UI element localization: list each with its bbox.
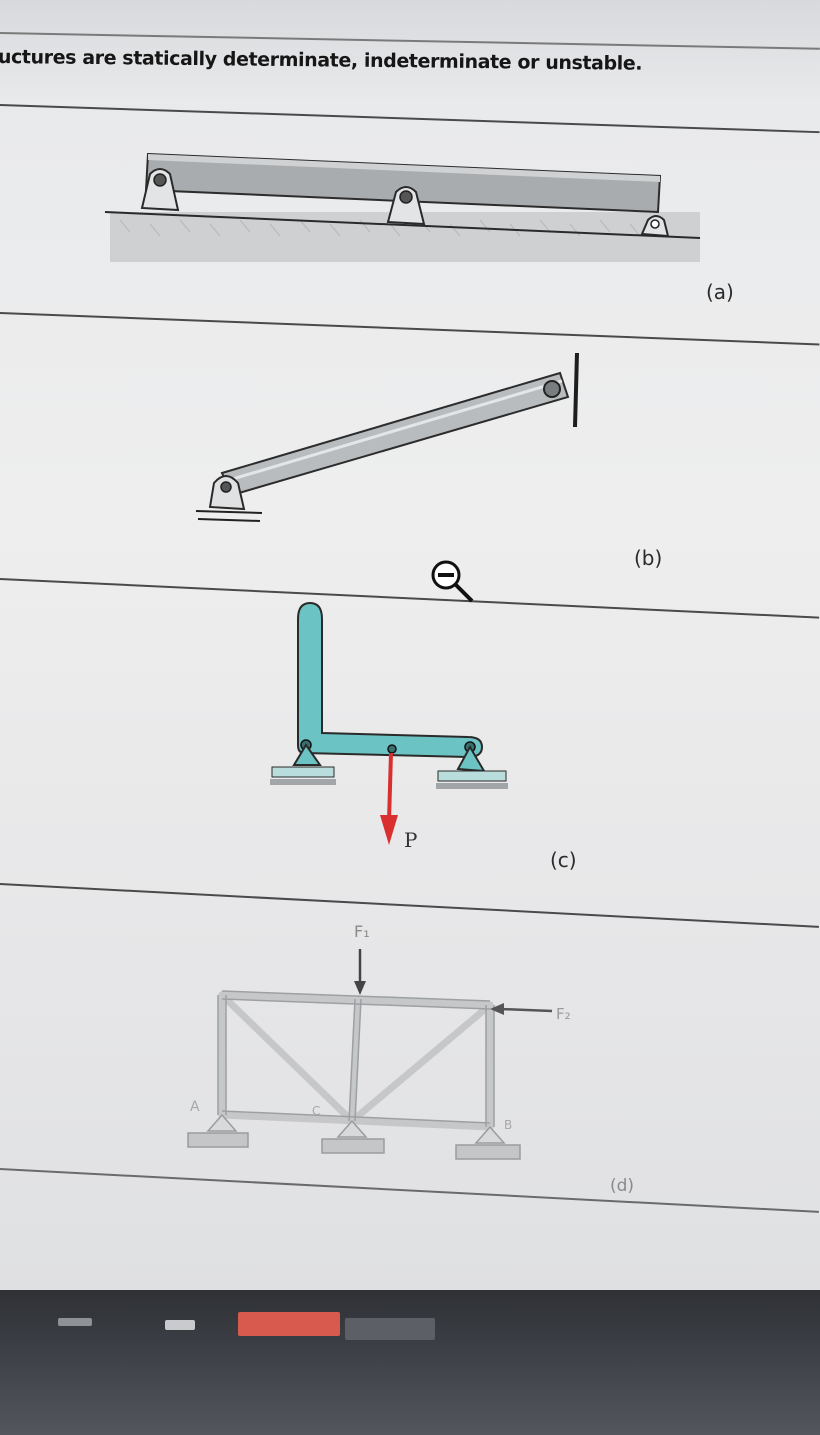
point-label-c: C: [312, 1104, 320, 1118]
load-label-p: P: [404, 828, 417, 852]
load-arrow-p: [380, 752, 398, 845]
separator-bottom: [0, 1168, 819, 1213]
force-label-f2: F₂: [556, 1005, 571, 1023]
beam-top-face: [148, 154, 660, 182]
truss-member-outlines: [217, 990, 495, 1127]
fixed-connection-pin: [543, 380, 561, 398]
separator-ab: [0, 312, 820, 346]
point-label-a: A: [190, 1099, 200, 1115]
pin-support-left: [140, 168, 180, 212]
pin-support-middle: [386, 186, 426, 226]
taskbar-button-4[interactable]: [345, 1318, 435, 1340]
l-frame-member: [297, 601, 484, 759]
separator-a-top: [0, 104, 820, 134]
taskbar-active-window[interactable]: [238, 1312, 340, 1336]
document-viewer: uctures are statically determinate, inde…: [0, 0, 820, 1300]
question-text: uctures are statically determinate, inde…: [0, 45, 643, 75]
pin-support-b: [195, 475, 263, 522]
force-label-f1: F₁: [354, 922, 370, 941]
pin-support-c-right: [436, 741, 508, 789]
point-label-b: B: [504, 1118, 512, 1132]
support-b: [455, 1125, 521, 1160]
taskbar-button-2[interactable]: [165, 1320, 195, 1330]
support-a: [187, 1113, 249, 1148]
fixed-wall: [573, 352, 579, 428]
beam-body: [144, 152, 662, 214]
figure-c-label: (c): [550, 848, 577, 872]
load-arrow-f1: [354, 949, 366, 995]
pin-support-c-left: [270, 739, 336, 785]
roller-support-right: [640, 215, 670, 238]
ground-line: [104, 211, 701, 239]
figure-d-truss: F₁ F₂ A C B: [187, 922, 571, 1160]
inclined-member: [220, 371, 570, 497]
zoom-out-cursor-icon: [431, 560, 474, 603]
taskbar-button-1[interactable]: [58, 1318, 92, 1326]
load-point-pin: [387, 744, 397, 754]
figure-c-l-frame: P: [270, 601, 508, 852]
taskbar: [0, 1290, 820, 1435]
figure-b-inclined-member: [195, 352, 579, 522]
load-arrow-f2: [490, 1003, 553, 1015]
figure-b-label: (b): [634, 546, 663, 570]
figure-a-beam: [104, 152, 701, 262]
truss-members: [218, 991, 494, 1131]
figure-d-label: (d): [610, 1176, 635, 1196]
support-c: [321, 1119, 385, 1154]
figure-a-label: (a): [706, 280, 734, 304]
member-highlight: [225, 379, 563, 483]
